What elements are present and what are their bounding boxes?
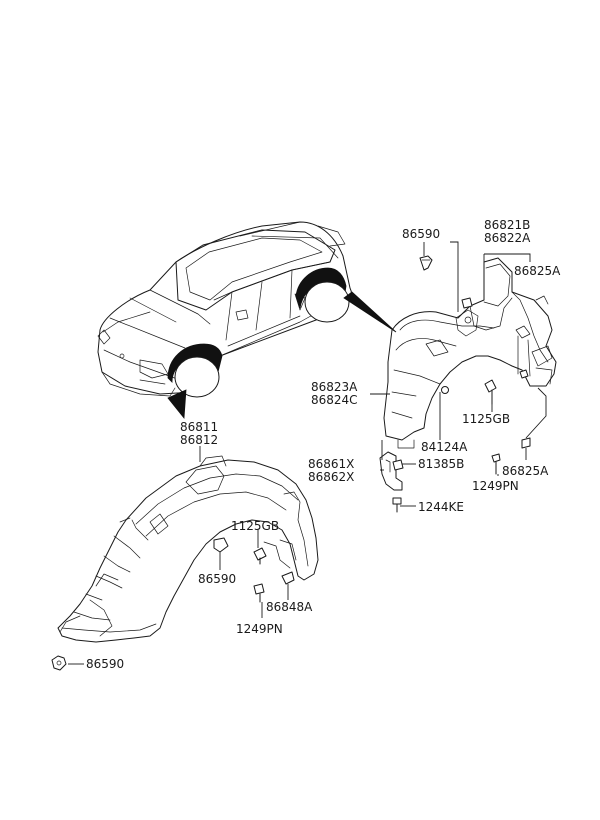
label-86822A: 86822A — [484, 231, 531, 245]
label-86823A: 86823A — [311, 380, 358, 394]
label-86590-top: 86590 — [402, 227, 440, 241]
label-86861X: 86861X — [308, 457, 354, 471]
label-86590-bottom: 86590 — [86, 657, 124, 671]
label-1249PN-left: 1249PN — [236, 622, 283, 636]
label-86825A-top: 86825A — [514, 264, 561, 278]
car-illustration — [97, 221, 353, 398]
leader-lines — [68, 241, 547, 665]
fasteners — [51, 255, 531, 671]
rear-liner-bracket — [379, 451, 403, 491]
label-86824C: 86824C — [311, 393, 358, 407]
label-86821B: 86821B — [484, 218, 530, 232]
label-84124A: 84124A — [421, 440, 468, 454]
clip-86590-top — [419, 255, 433, 271]
rear-fender-liner — [383, 257, 557, 449]
label-86848A: 86848A — [266, 600, 313, 614]
label-1125GB-right: 1125GB — [462, 412, 510, 426]
pointer-wedges — [167, 291, 397, 420]
label-86862X: 86862X — [308, 470, 354, 484]
label-86825A-bottom: 86825A — [502, 464, 549, 478]
label-86812: 86812 — [180, 433, 218, 447]
label-1249PN-right: 1249PN — [472, 479, 519, 493]
label-81385B: 81385B — [418, 457, 464, 471]
label-1125GB-left: 1125GB — [231, 519, 279, 533]
label-86590-mid: 86590 — [198, 572, 236, 586]
front-fender-liner — [57, 455, 319, 643]
label-86811: 86811 — [180, 420, 218, 434]
part-labels: 86590 86821B 86822A 86825A 86823A 86824C… — [86, 218, 561, 671]
label-1244KE: 1244KE — [418, 500, 464, 514]
